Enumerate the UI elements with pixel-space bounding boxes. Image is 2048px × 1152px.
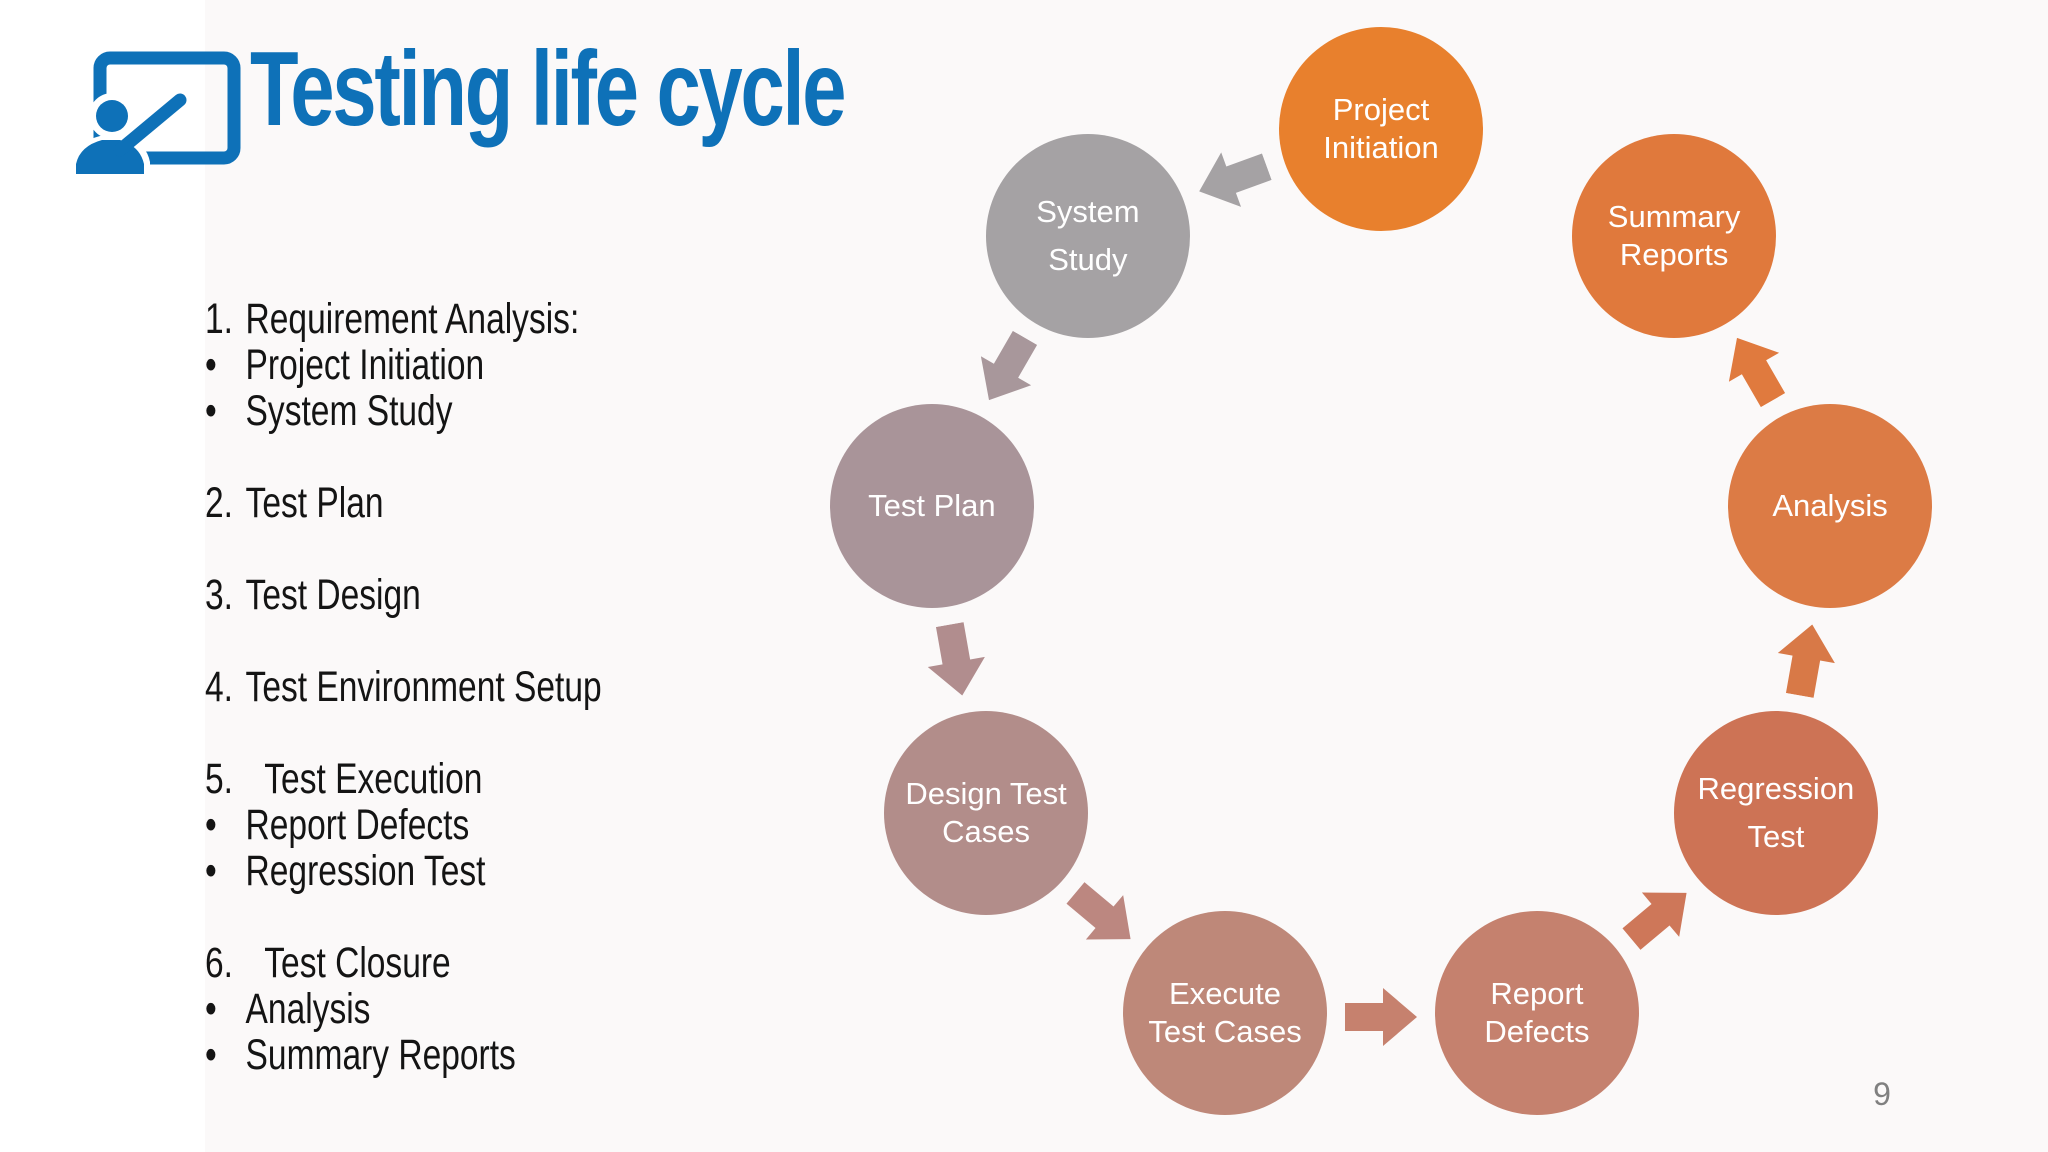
bullet-marker: • bbox=[205, 801, 217, 849]
list-item: 5. Test Execution bbox=[205, 756, 602, 802]
list-text: Test Execution bbox=[264, 755, 483, 803]
node-label-line: Study bbox=[1048, 241, 1128, 277]
list-text: Analysis bbox=[245, 985, 371, 1033]
bullet-marker: • bbox=[205, 341, 217, 389]
page-number: 9 bbox=[1873, 1076, 1891, 1112]
node-label-line: Summary bbox=[1607, 198, 1741, 234]
list-text: Requirement Analysis: bbox=[245, 295, 580, 343]
list-item: 6. Test Closure bbox=[205, 940, 602, 986]
list-item: 2.Test Plan bbox=[205, 480, 602, 526]
node-label-line: Analysis bbox=[1772, 487, 1888, 523]
node-label-line: Reports bbox=[1619, 236, 1729, 272]
number-marker: 1. bbox=[205, 295, 233, 343]
flow-arrow-icon bbox=[1612, 871, 1704, 962]
list-text: Test Design bbox=[245, 571, 421, 619]
node-label-line: Report bbox=[1490, 976, 1584, 1012]
phase-list: 1.Requirement Analysis:•Project Initiati… bbox=[205, 296, 602, 1078]
list-item: • Project Initiation bbox=[205, 342, 602, 388]
list-text: Regression Test bbox=[245, 847, 486, 895]
number-marker: 5. bbox=[205, 755, 233, 803]
flow-arrow-icon bbox=[1772, 620, 1842, 701]
bullet-marker: • bbox=[205, 985, 217, 1033]
list-text: Test Plan bbox=[245, 479, 384, 527]
cycle-node-analysis: Analysis bbox=[1728, 403, 1933, 608]
number-marker: 4. bbox=[205, 663, 233, 711]
node-label-line: Defects bbox=[1484, 1014, 1590, 1050]
number-marker: 2. bbox=[205, 479, 233, 527]
flow-arrow-icon bbox=[1057, 871, 1149, 962]
list-item: 4.Test Environment Setup bbox=[205, 664, 602, 710]
number-marker: 6. bbox=[205, 939, 233, 987]
number-marker: 3. bbox=[205, 571, 233, 619]
list-text: Project Initiation bbox=[245, 341, 485, 389]
list-item: 3.Test Design bbox=[205, 572, 602, 618]
node-label-line: Project bbox=[1332, 92, 1430, 127]
node-label-line: System bbox=[1036, 193, 1140, 229]
list-text: Summary Reports bbox=[245, 1031, 516, 1079]
list-text: Report Defects bbox=[245, 801, 470, 849]
node-label-line: Test bbox=[1747, 819, 1805, 854]
node-label-line: Design Test bbox=[905, 776, 1067, 811]
bullet-marker: • bbox=[205, 1031, 217, 1079]
cycle-node-test-plan: Test Plan bbox=[829, 403, 1034, 608]
node-label-line: Execute bbox=[1169, 976, 1282, 1012]
flow-arrow-icon bbox=[921, 620, 991, 701]
node-label-line: Cases bbox=[942, 814, 1031, 849]
list-text: System Study bbox=[245, 387, 453, 435]
node-label-line: Test Plan bbox=[868, 487, 996, 523]
list-text: Test Closure bbox=[264, 939, 451, 987]
list-item: • Regression Test bbox=[205, 848, 602, 894]
slide-title: Testing life cycle bbox=[250, 30, 847, 148]
bullet-marker: • bbox=[205, 387, 217, 435]
flow-arrow-icon bbox=[1345, 988, 1417, 1046]
list-text: Test Environment Setup bbox=[245, 663, 602, 711]
bullet-marker: • bbox=[205, 847, 217, 895]
flow-arrow-icon bbox=[1189, 139, 1276, 218]
list-item: • Analysis bbox=[205, 986, 602, 1032]
list-item: 1.Requirement Analysis: bbox=[205, 296, 602, 342]
flow-arrow-icon bbox=[964, 323, 1050, 414]
node-label-line: Initiation bbox=[1323, 130, 1439, 165]
list-item: • System Study bbox=[205, 388, 602, 434]
node-label-line: Test Cases bbox=[1148, 1014, 1302, 1050]
node-label-line: Regression bbox=[1697, 771, 1855, 806]
list-item: • Summary Reports bbox=[205, 1032, 602, 1078]
list-item: • Report Defects bbox=[205, 802, 602, 848]
flow-arrow-icon bbox=[1712, 323, 1798, 414]
presenter-icon bbox=[70, 51, 241, 174]
